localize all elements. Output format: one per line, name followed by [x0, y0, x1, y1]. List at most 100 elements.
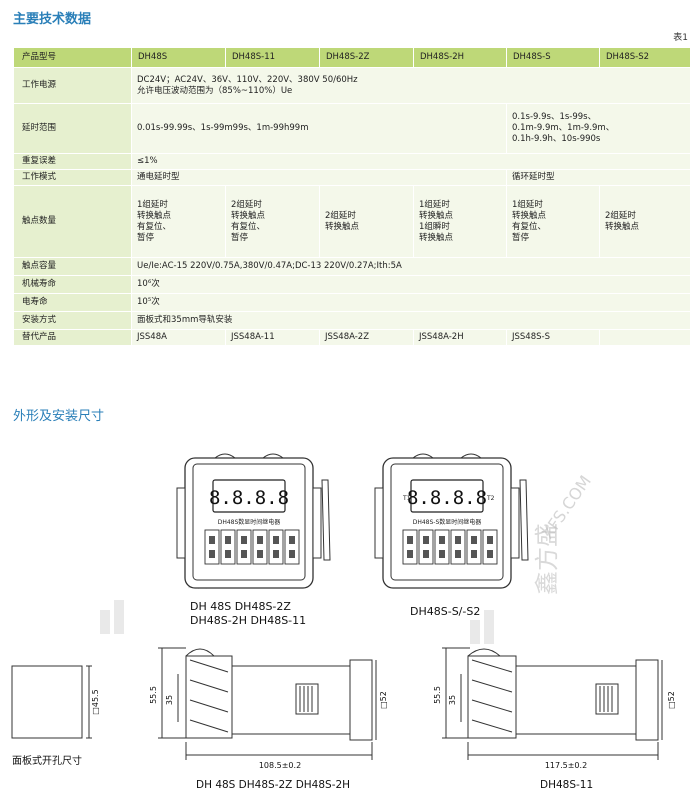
header-label: 产品型号 — [13, 47, 132, 68]
replace-value: JSS48A — [131, 329, 226, 346]
side-left-caption: DH 48S DH48S-2Z DH48S-2H — [196, 779, 350, 791]
contacts-line: 暂停 — [231, 232, 249, 243]
power-line: DC24V；AC24V、36V、110V、220V、380V 50/60Hz — [137, 74, 358, 85]
replace-value: JSS48S-S — [506, 329, 600, 346]
t2-label: T2 — [486, 495, 495, 502]
row-label: 电寿命 — [13, 293, 132, 312]
contacts-cell: 1组延时 转换触点 有复位、 暂停 — [131, 185, 226, 258]
contacts-line: 2组延时 — [231, 199, 262, 210]
contacts-cell: 1组延时 转换触点 1组瞬时 转换触点 — [413, 185, 507, 258]
row-label: 机械寿命 — [13, 275, 132, 294]
relay-front-label: DH48S数显时间继电器 — [218, 518, 281, 526]
table-row: 触点数量 1组延时 转换触点 有复位、 暂停 2组延时 转换触点 有复位、 暂停… — [13, 185, 691, 258]
section-title-dimensions: 外形及安装尺寸 — [13, 409, 105, 424]
contacts-line: 2组延时 — [325, 210, 356, 221]
row-label: 替代产品 — [13, 329, 132, 346]
dim-117: 117.5±0.2 — [545, 761, 587, 770]
table-number: 表1 — [673, 33, 688, 43]
table-row: 安装方式 面板式和35mm导轨安装 — [13, 311, 691, 330]
contacts-cell: 2组延时 转换触点 — [599, 185, 691, 258]
front-left-caption: DH 48S DH48S-2Z — [190, 600, 291, 613]
contacts-line: 1组延时 — [512, 199, 543, 210]
model-header: DH48S-11 — [225, 47, 320, 68]
dimension-drawings: XFS.COM 鑫方盛 XFS.COM 鑫方盛 8.8.8.8 DH48S数显时… — [11, 453, 676, 791]
contacts-cell: 2组延时 转换触点 有复位、 暂停 — [225, 185, 320, 258]
mode-value: 通电延时型 — [131, 169, 507, 186]
delay-s-line: 0.1h-9.9h、10s-990s — [512, 134, 601, 144]
power-range: 允许电压波动范围为（85%~110%）Ue — [137, 85, 293, 96]
contacts-line: 转换触点 — [605, 221, 640, 232]
relay-side-view-left: 55.5 35 □52 108.5±0.2 DH 48S DH48S-2Z DH… — [149, 647, 388, 791]
relay-front-view-right: 8.8.8.8 T1 T2 DH48S-S数显时间继电器 — [374, 453, 520, 589]
cutout-caption: 面板式开孔尺寸 — [12, 754, 82, 767]
contacts-line: 1组延时 — [419, 199, 450, 210]
table-row: 机械寿命 10⁶次 — [13, 275, 691, 294]
row-label: 工作模式 — [13, 169, 132, 186]
front-left-caption: DH48S-2H DH48S-11 — [190, 614, 306, 627]
dim-52: □52 — [667, 691, 676, 709]
dim-55-5: 55.5 — [433, 686, 442, 704]
contacts-line: 转换触点 — [231, 210, 266, 221]
table-row: 工作模式 通电延时型 循环延时型 — [13, 169, 691, 186]
repeat-value: ≤1% — [131, 153, 691, 170]
table-row: 延时范围 0.01s-99.99s、1s-99m99s、1m-99h99m 0.… — [13, 103, 691, 154]
contacts-line: 有复位、 — [231, 221, 266, 232]
contacts-line: 有复位、 — [512, 221, 547, 232]
relay-side-view-right: 55.5 35 □52 117.5±0.2 DH48S-11 — [433, 647, 676, 791]
relay-front-view-left: 8.8.8.8 DH48S数显时间继电器 — [176, 453, 322, 589]
side-right-caption: DH48S-11 — [540, 779, 593, 791]
row-label: 工作电源 — [13, 67, 132, 104]
dim-52: □52 — [379, 691, 388, 709]
contacts-line: 转换触点 — [325, 221, 360, 232]
display-digits: 8.8.8.8 — [407, 487, 487, 509]
table-row: 重复误差 ≤1% — [13, 153, 691, 170]
table-row: 触点容量 Ue/Ie:AC-15 220V/0.75A,380V/0.47A;D… — [13, 257, 691, 276]
relay-front-label: DH48S-S数显时间继电器 — [413, 518, 482, 526]
row-label: 安装方式 — [13, 311, 132, 330]
model-header: DH48S-S — [506, 47, 600, 68]
cutout-square — [11, 665, 83, 739]
contacts-cell: 2组延时 转换触点 — [319, 185, 414, 258]
front-right-caption: DH48S-S/-S2 — [410, 605, 480, 618]
model-header: DH48S-2Z — [319, 47, 414, 68]
install-value: 面板式和35mm导轨安装 — [131, 311, 691, 330]
section-title-specs: 主要技术数据 — [13, 12, 92, 27]
elec-life-value: 10⁵次 — [131, 293, 691, 312]
model-header: DH48S-S2 — [599, 47, 691, 68]
contacts-line: 转换触点 — [419, 232, 454, 243]
watermark-brand: 鑫方盛 — [533, 523, 561, 595]
replace-value: JSS48A-2Z — [319, 329, 414, 346]
t1-label: T1 — [402, 495, 411, 502]
delay-value-s: 0.1s-9.9s、1s-99s、 0.1m-9.9m、1m-9.9m、 0.1… — [506, 103, 691, 154]
display-digits: 8.8.8.8 — [209, 487, 289, 509]
spec-table: 产品型号 DH48S DH48S-11 DH48S-2Z DH48S-2H DH… — [13, 47, 691, 346]
table-row: 工作电源 DC24V；AC24V、36V、110V、220V、380V 50/6… — [13, 67, 691, 104]
delay-s-line: 0.1s-9.9s、1s-99s、 — [512, 112, 597, 122]
contacts-line: 1组瞬时 — [419, 221, 450, 232]
delay-s-line: 0.1m-9.9m、1m-9.9m、 — [512, 123, 615, 133]
model-header: DH48S — [131, 47, 226, 68]
cutout-dim: □45.5 — [91, 689, 100, 714]
dim-55-5: 55.5 — [149, 686, 158, 704]
table-header-row: 产品型号 DH48S DH48S-11 DH48S-2Z DH48S-2H DH… — [13, 47, 691, 68]
dim-108: 108.5±0.2 — [259, 761, 301, 770]
model-header: DH48S-2H — [413, 47, 507, 68]
contacts-line: 转换触点 — [512, 210, 547, 221]
contacts-line: 暂停 — [137, 232, 155, 243]
table-row: 替代产品 JSS48A JSS48A-11 JSS48A-2Z JSS48A-2… — [13, 329, 691, 346]
watermark-group — [100, 600, 494, 644]
replace-value: JSS48A-2H — [413, 329, 507, 346]
contacts-line: 1组延时 — [137, 199, 168, 210]
replace-value-empty — [599, 329, 691, 346]
row-label: 触点容量 — [13, 257, 132, 276]
contacts-cell: 1组延时 转换触点 有复位、 暂停 — [506, 185, 600, 258]
contacts-line: 暂停 — [512, 232, 530, 243]
row-label: 重复误差 — [13, 153, 132, 170]
power-value: DC24V；AC24V、36V、110V、220V、380V 50/60Hz 允… — [131, 67, 691, 104]
mode-value-s: 循环延时型 — [506, 169, 691, 186]
replace-value: JSS48A-11 — [225, 329, 320, 346]
contacts-line: 有复位、 — [137, 221, 172, 232]
row-label: 触点数量 — [13, 185, 132, 258]
table-row: 电寿命 10⁵次 — [13, 293, 691, 312]
contacts-line: 转换触点 — [419, 210, 454, 221]
